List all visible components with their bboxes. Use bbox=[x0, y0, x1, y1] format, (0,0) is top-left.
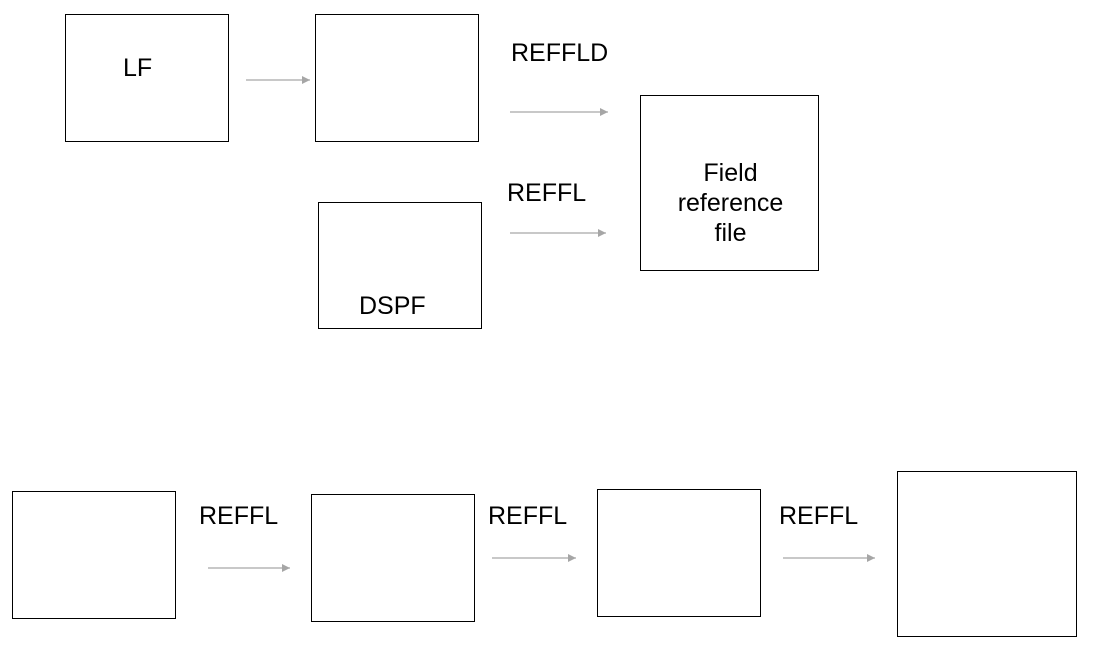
lf-box: LF bbox=[65, 14, 229, 142]
dspf-box-label: DSPF bbox=[359, 292, 426, 320]
refl-arrow-label-top: REFFL bbox=[507, 179, 587, 207]
field-reference-file-label: Field reference file bbox=[677, 159, 784, 247]
field-reference-file-box: Field reference file bbox=[640, 95, 819, 271]
bottom-box-4 bbox=[897, 471, 1077, 637]
lf-box-label: LF bbox=[123, 54, 153, 82]
unlabeled-box-top-middle bbox=[315, 14, 479, 142]
bottom-box-2 bbox=[311, 494, 475, 622]
bottom-box-1 bbox=[12, 491, 176, 619]
bottom-arrow-label-2: REFFL bbox=[488, 502, 568, 530]
bottom-box-3 bbox=[597, 489, 761, 617]
bottom-arrow-label-1: REFFL bbox=[199, 502, 279, 530]
dspf-box: DSPF bbox=[318, 202, 482, 329]
bottom-arrow-label-3: REFFL bbox=[779, 502, 859, 530]
refld-arrow-label: REFFLD bbox=[511, 39, 609, 67]
